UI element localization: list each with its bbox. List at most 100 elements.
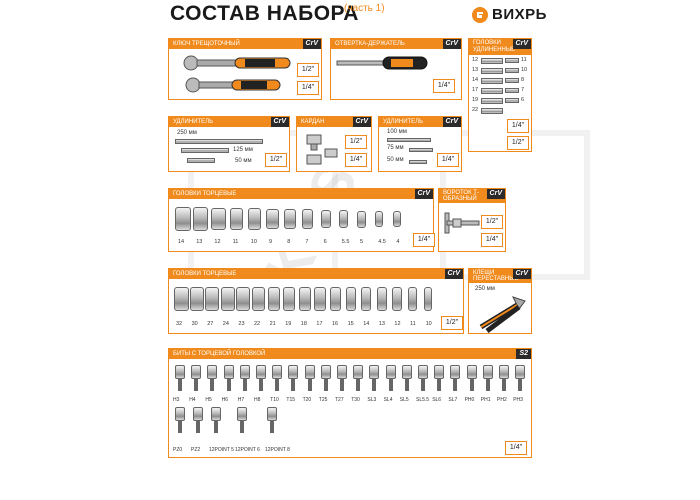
length-label: 50 мм <box>235 158 252 164</box>
bit-socket <box>401 365 412 379</box>
section-label: Ключ трещоточный <box>173 41 240 47</box>
screwdriver-section: Отвертка-держательCrV 1/4" <box>330 38 462 100</box>
bit-socket <box>385 365 396 379</box>
bit-socket <box>320 365 331 379</box>
bit-label: SL5 <box>399 397 409 403</box>
socket <box>175 207 191 231</box>
section-label: Удлинитель <box>173 119 214 125</box>
long-socket <box>481 58 503 64</box>
material-tag: CrV <box>486 189 505 199</box>
extension-bar <box>181 148 229 153</box>
bit-label: SL6 <box>432 397 442 403</box>
bit-label: 12POINT 8 <box>265 447 290 453</box>
socket <box>314 287 326 311</box>
extension-bar <box>387 138 431 142</box>
socket <box>375 210 384 228</box>
bit-label: SL3 <box>367 397 377 403</box>
section-label: Удлинитель <box>383 119 424 125</box>
bit-tip <box>196 421 200 433</box>
half-sockets-section: Головки торцевыеCrV 32302724232221191817… <box>168 268 464 334</box>
bit-tip <box>240 421 244 433</box>
bit-socket <box>239 365 250 379</box>
bit-socket <box>337 365 347 379</box>
material-tag: CrV <box>302 39 321 49</box>
bit-label: 12POINT 6 <box>235 447 260 453</box>
bit-tip <box>388 379 393 391</box>
material-tag: CrV <box>442 117 461 127</box>
bit-tip <box>194 379 199 391</box>
section-header: Удлинитель CrV <box>379 117 461 127</box>
section-label: Клещи переставные <box>473 270 519 282</box>
long-socket <box>505 58 519 63</box>
page-subtitle: (часть 1) <box>344 3 385 14</box>
socket <box>205 287 220 311</box>
socket-size-label: 6 <box>521 97 525 103</box>
bit-socket <box>418 365 428 379</box>
material-tag: CrV <box>444 269 463 279</box>
socket <box>393 211 401 227</box>
section-header: Удлинитель CrV <box>169 117 289 127</box>
section-label: Головки торцевые <box>173 191 237 197</box>
socket-size-label: 8 <box>287 239 291 245</box>
brand-icon <box>472 6 488 23</box>
socket <box>211 207 226 231</box>
bit-tip <box>178 421 182 433</box>
length-label: 250 мм <box>177 130 197 136</box>
section-label: Вороток Т-образный <box>443 190 479 202</box>
length-label: 75 мм <box>387 145 404 151</box>
bit-tip <box>226 379 231 391</box>
bit-socket <box>193 407 203 421</box>
socket-size-label: 13 <box>472 67 479 73</box>
ratchet-section: Ключ трещоточныйCrV 1/2" 1/4" <box>168 38 322 100</box>
bit-tip <box>421 379 425 391</box>
socket-size-label: 6 <box>323 239 327 245</box>
long-socket <box>481 68 503 74</box>
extension-bar <box>175 139 263 144</box>
material-tag: CrV <box>414 189 433 199</box>
socket-size-label: 27 <box>207 321 214 327</box>
socket <box>345 287 357 311</box>
size-badge: 1/4" <box>433 79 455 93</box>
bit-label: PH3 <box>513 397 523 403</box>
bit-socket <box>237 407 247 421</box>
socket-size-label: 4 <box>396 239 400 245</box>
socket <box>267 287 281 311</box>
socket-size-label: 14 <box>178 239 185 245</box>
extension-quarter-section: УдлинительCrV 100 мм 75 мм 50 мм 1/4" <box>378 116 462 172</box>
socket <box>408 287 417 311</box>
section-header: Биты с торцевой головкойS2 <box>169 349 531 359</box>
length-label: 125 мм <box>233 147 253 153</box>
pliers-illustration <box>479 296 526 333</box>
material-tag: CrV <box>442 39 461 49</box>
bit-tip <box>502 379 506 391</box>
socket-size-label: 11 <box>410 321 416 327</box>
section-header: КарданCrV <box>297 117 371 127</box>
size-badge: 1/2" <box>441 316 463 330</box>
quarter-sockets-section: Головки торцевыеCrV 141312111098765.554.… <box>168 188 435 252</box>
socket-size-label: 10 <box>425 321 432 327</box>
socket-size-label: 12 <box>214 239 221 245</box>
bit-label: SL7 <box>448 397 458 403</box>
section-label: Головки удлиненные <box>473 40 516 53</box>
socket <box>298 287 311 311</box>
bit-label: T30 <box>351 397 360 403</box>
socket-size-label: 17 <box>316 321 323 327</box>
socket <box>392 287 402 311</box>
bit-label: T10 <box>270 397 279 403</box>
socket-size-label: 18 <box>300 321 307 327</box>
socket-size-label: 7 <box>521 87 525 93</box>
size-badge: 1/4" <box>437 153 459 167</box>
socket-size-label: 19 <box>472 97 479 103</box>
bits-section: Биты с торцевой головкойS2 H3H4H5H6H7H8T… <box>168 348 532 458</box>
material-tag: CrV <box>270 117 289 127</box>
socket-size-label: 10 <box>250 239 257 245</box>
socket <box>284 209 296 229</box>
bit-tip <box>242 379 247 391</box>
bit-socket <box>499 365 509 379</box>
tbar-illustration <box>444 212 480 234</box>
section-header: Головки удлиненныеCrV <box>469 39 531 55</box>
socket-size-label: 13 <box>378 321 385 327</box>
long-socket <box>481 108 503 114</box>
section-label: Кардан <box>301 119 325 125</box>
bit-tip <box>518 379 523 391</box>
